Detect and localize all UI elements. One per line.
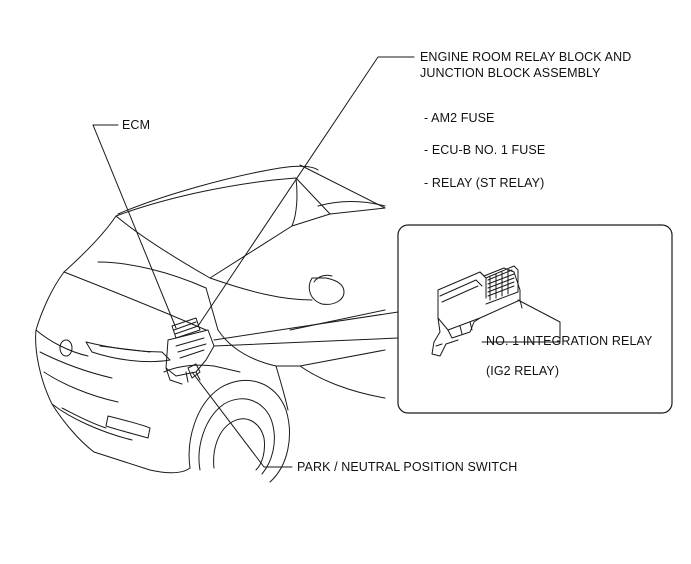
- ecm-leader-line: [92, 124, 177, 329]
- integration-relay-illustration: [431, 265, 523, 357]
- engine-room-leader-line: [197, 56, 415, 327]
- integration-relay-label: NO. 1 INTEGRATION RELAY: [486, 334, 653, 348]
- park-neutral-leader-line: [191, 371, 293, 468]
- integration-relay-leader-line: [481, 299, 561, 343]
- hood: [63, 215, 117, 273]
- engine-room-relay-block-label-line1: ENGINE ROOM RELAY BLOCK AND: [420, 50, 632, 64]
- callout-box: [397, 224, 673, 414]
- side-mirror: [308, 277, 345, 305]
- vehicle-illustration: [35, 164, 386, 483]
- am2-fuse-label: - AM2 FUSE: [424, 111, 495, 125]
- callout-connector-upper: [213, 311, 399, 341]
- ecm-label: ECM: [122, 118, 151, 132]
- front-emblem: [59, 339, 73, 357]
- headlight: [85, 341, 171, 363]
- front-wheel: [188, 379, 290, 483]
- front-fender: [163, 364, 241, 373]
- relay-block-unit: [165, 329, 215, 377]
- callout-connector-lower: [213, 337, 399, 347]
- front-bumper: [35, 271, 133, 441]
- engine-bay-components: [92, 56, 415, 468]
- park-neutral-switch-unit: [187, 363, 201, 379]
- park-neutral-switch-label: PARK / NEUTRAL POSITION SWITCH: [297, 460, 518, 474]
- relay-callout: [397, 224, 673, 414]
- ig2-relay-label: (IG2 RELAY): [486, 364, 560, 378]
- ecu-b-fuse-label: - ECU-B NO. 1 FUSE: [424, 143, 546, 157]
- engine-room-relay-block-label-line2: JUNCTION BLOCK ASSEMBLY: [420, 66, 601, 80]
- windshield: [115, 177, 298, 279]
- st-relay-label: - RELAY (ST RELAY): [424, 176, 545, 190]
